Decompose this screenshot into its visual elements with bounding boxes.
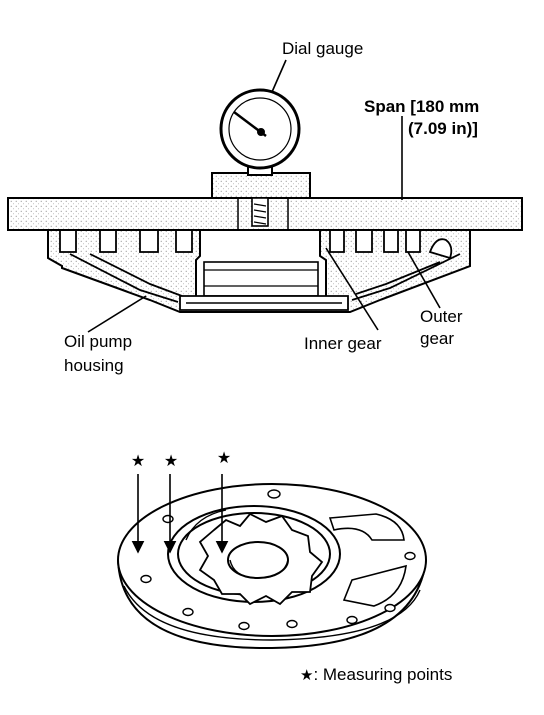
span-label-line2: (7.09 in)] — [408, 119, 478, 138]
star-marker: ★ — [217, 448, 231, 467]
legend: ★: Measuring points — [300, 664, 452, 686]
cross-section — [7, 88, 523, 313]
housing-crescent — [185, 509, 227, 541]
gauge-plunger — [251, 197, 269, 227]
span-label-line1: Span [180 mm — [364, 97, 480, 116]
dial-gauge-label: Dial gauge — [282, 39, 364, 58]
oil-pump-label-line2: housing — [64, 356, 124, 375]
star-marker: ★ — [131, 451, 145, 470]
legend-star-icon: ★ — [300, 666, 314, 684]
measuring-point-stars: ★ ★ ★ — [131, 448, 231, 470]
gauge-mount-block — [211, 172, 311, 199]
pump-iso-view — [117, 483, 427, 650]
outer-gear-label-line2: gear — [420, 329, 455, 348]
housing-port-upper — [328, 513, 405, 541]
inner-gear-body — [203, 261, 319, 297]
housing-port-lower — [342, 564, 407, 607]
housing-passage-right — [351, 253, 461, 301]
inner-gear-label: Inner gear — [304, 334, 382, 353]
leader-lines-top — [87, 59, 441, 333]
housing-passage-left — [69, 253, 183, 303]
outer-gear-label-line1: Outer — [420, 307, 463, 326]
oil-pump-label-line1: Oil pump — [64, 332, 133, 351]
legend-text: : Measuring points — [313, 665, 453, 684]
measuring-arrows — [131, 474, 229, 554]
star-marker: ★ — [164, 451, 178, 470]
